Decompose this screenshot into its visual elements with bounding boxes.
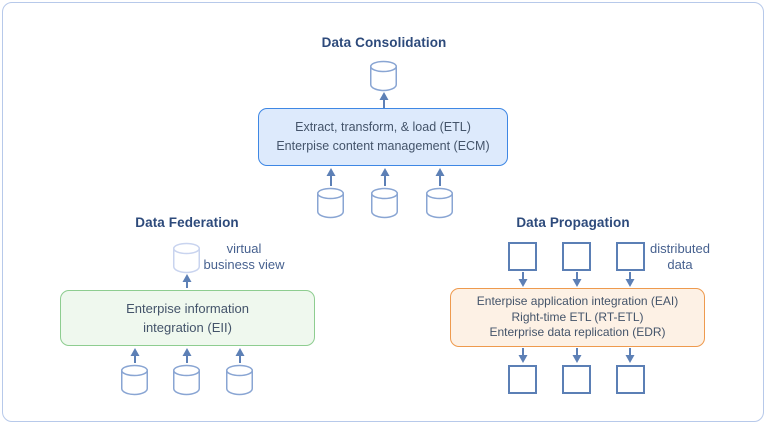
arrow-up-icon [130, 348, 140, 363]
etl-box-line: Extract, transform, & load (ETL) [295, 120, 471, 134]
eai-box-line: Enterprise data replication (EDR) [489, 325, 666, 340]
arrow-down-icon [518, 348, 528, 363]
eai-rtetl-edr-box: Enterpise application integration (EAI) … [450, 288, 705, 347]
etl-ecm-box: Extract, transform, & load (ETL) Enterpi… [258, 108, 508, 166]
database-icon [370, 60, 397, 92]
eii-box-line: integration (EII) [143, 320, 232, 335]
square-node [508, 365, 537, 394]
distributed-data-label-line: distributed [650, 241, 710, 256]
arrow-up-icon [435, 168, 445, 186]
arrow-down-icon [518, 272, 528, 287]
eii-box-line: Enterpise information [126, 301, 249, 316]
arrow-down-icon [625, 348, 635, 363]
arrow-down-icon [572, 272, 582, 287]
database-icon [226, 364, 253, 396]
etl-box-line: Enterpise content management (ECM) [276, 139, 490, 153]
arrow-up-icon [182, 274, 192, 288]
arrow-down-icon [572, 348, 582, 363]
distributed-data-label: distributed data [635, 241, 725, 273]
arrow-up-icon [182, 348, 192, 363]
arrow-up-icon [235, 348, 245, 363]
database-icon [317, 187, 344, 219]
arrow-up-icon [379, 92, 389, 108]
distributed-data-label-line: data [667, 257, 693, 272]
arrow-down-icon [625, 272, 635, 287]
square-node [562, 365, 591, 394]
eai-box-line: Right-time ETL (RT-ETL) [511, 309, 644, 324]
virtual-business-view-label-line: virtual [226, 241, 262, 256]
database-icon [173, 364, 200, 396]
arrow-up-icon [380, 168, 390, 186]
square-node [616, 365, 645, 394]
square-node [508, 242, 537, 271]
database-icon [371, 187, 398, 219]
square-node [562, 242, 591, 271]
virtual-business-view-label: virtual business view [194, 241, 294, 273]
eii-box: Enterpise information integration (EII) [60, 290, 315, 346]
section-title-data-federation: Data Federation [135, 215, 239, 230]
section-title-data-consolidation: Data Consolidation [321, 35, 447, 50]
arrow-up-icon [326, 168, 336, 186]
database-icon [121, 364, 148, 396]
virtual-business-view-label-line: business view [203, 257, 285, 272]
square-node [616, 242, 645, 271]
database-icon [426, 187, 453, 219]
eai-box-line: Enterpise application integration (EAI) [476, 294, 679, 309]
section-title-data-propagation: Data Propagation [516, 215, 630, 230]
